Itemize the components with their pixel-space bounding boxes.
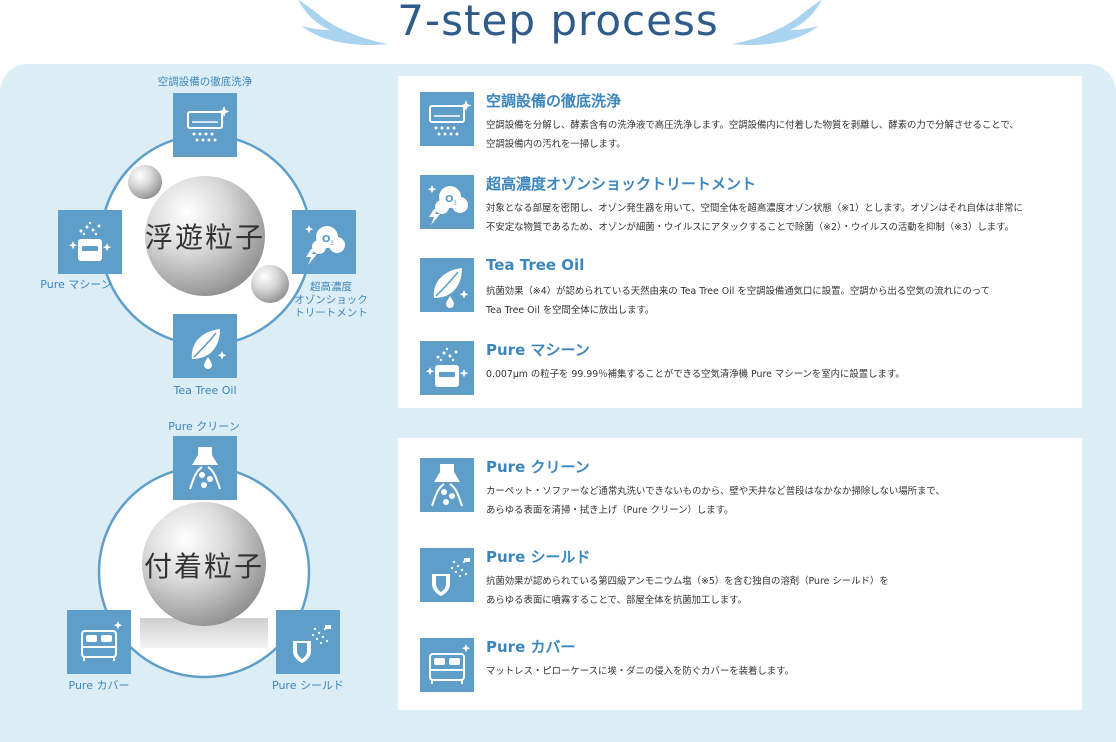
shield-spray-icon <box>420 548 474 602</box>
node-label: 空調設備の徹底洗浄 <box>158 75 253 88</box>
particle-sphere <box>145 176 265 296</box>
ozone-icon <box>420 175 474 229</box>
step-title: 超高濃度オゾンショックトリートメント <box>486 175 757 193</box>
step-description: マットレス・ピローケースに埃・ダニの侵入を防ぐカバーを装着します。 <box>486 666 794 677</box>
left-wing-icon <box>298 0 388 46</box>
surface-particles-diagram: 付着粒子 Pure クリーン Pure シールド Pure カバー <box>67 420 344 692</box>
node-pure-shield <box>276 610 340 674</box>
node-tea-tree <box>173 314 237 378</box>
step-title: 空調設備の徹底洗浄 <box>486 92 622 110</box>
right-wing-icon <box>732 0 822 46</box>
steps-card-surface: Pure クリーン カーペット・ソファーなど通常丸洗いできないものから、壁や天井… <box>398 438 1082 710</box>
node-pure-cover <box>67 610 131 674</box>
step-title: Pure シールド <box>486 548 591 566</box>
leaf-drop-icon <box>420 258 474 312</box>
node-ozone <box>292 210 356 274</box>
small-particle <box>251 265 289 303</box>
node-label: Pure マシーン <box>40 278 111 291</box>
steps-card-airborne: 空調設備の徹底洗浄 空調設備を分解し、酵素含有の洗浄液で高圧洗浄します。空調設備… <box>398 76 1082 408</box>
node-label: Pure クリーン <box>168 420 239 433</box>
airborne-particles-diagram: 浮遊粒子 空調設備の徹底洗浄 超高濃度 オゾンショック トリートメント Tea … <box>40 75 368 397</box>
node-label: Pure シールド <box>272 679 344 692</box>
node-pure-machine <box>58 210 122 274</box>
step-title: Tea Tree Oil <box>486 256 585 274</box>
step-title: Pure カバー <box>486 638 576 656</box>
step-description: 空調設備を分解し、酵素含有の洗浄液で高圧洗浄します。空調設備内に付着した物質を剥… <box>486 120 1019 150</box>
center-label: 付着粒子 <box>144 550 264 583</box>
small-particle <box>128 165 162 199</box>
node-label: トリートメント <box>294 307 368 319</box>
step-title: Pure クリーン <box>486 458 590 476</box>
node-air-conditioner <box>173 93 237 157</box>
node-label: オゾンショック <box>294 294 368 306</box>
node-label: 超高濃度 <box>310 280 352 293</box>
purifier-machine-icon <box>420 341 474 395</box>
step-description: 抗菌効果が認められている第四級アンモニウム塩（※5）を含む独自の溶剤（Pure … <box>486 576 889 606</box>
particle-sphere <box>142 502 266 626</box>
air-conditioner-icon <box>420 92 474 146</box>
ceiling-spray-icon <box>420 458 474 512</box>
node-label: Pure カバー <box>69 679 130 692</box>
bed-cover-icon <box>420 638 474 692</box>
node-pure-clean <box>173 436 237 500</box>
node-label: Tea Tree Oil <box>172 384 236 397</box>
page-title: 7-step process <box>397 0 719 45</box>
step-description: カーペット・ソファーなど通常丸洗いできないものから、壁や天井など普段はなかなか掃… <box>486 486 945 516</box>
step-description: 0.007μm の粒子を 99.99％補集することができる空気清浄機 Pure … <box>486 369 905 380</box>
center-label: 浮遊粒子 <box>145 221 265 254</box>
step-title: Pure マシーン <box>486 341 590 359</box>
step-description: 対象となる部屋を密閉し、オゾン発生器を用いて、空間全体を超高濃度オゾン状態（※1… <box>486 203 1023 233</box>
step-description: 抗菌効果（※4）が認められている天然由来の Tea Tree Oil を空調設備… <box>486 286 991 316</box>
